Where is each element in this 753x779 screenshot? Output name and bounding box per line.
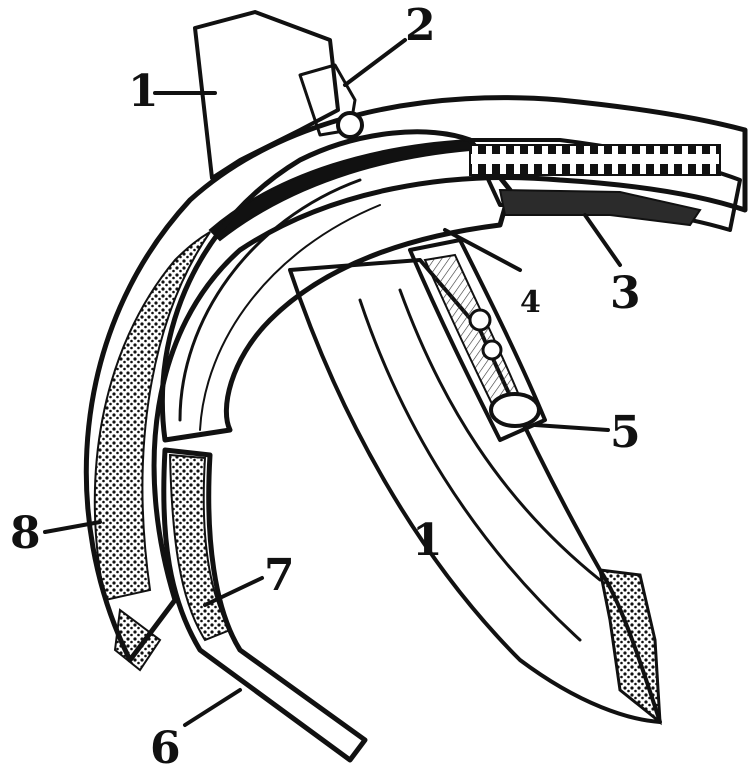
callout-label-6: 6 <box>150 723 181 774</box>
callout-label-1: 1 <box>128 66 159 117</box>
leader-5 <box>535 425 608 430</box>
callout-label-1b: 1 <box>412 515 443 566</box>
callout-label-4: 4 <box>520 285 541 320</box>
callout-label-7: 7 <box>264 550 295 601</box>
callout-label-5: 5 <box>610 407 641 458</box>
callout-label-2: 2 <box>405 0 436 51</box>
leader-2 <box>345 40 405 85</box>
leader-3 <box>585 215 620 265</box>
inner-duct-structure <box>410 240 545 440</box>
callout-label-8: 8 <box>10 508 41 559</box>
leader-6 <box>185 690 240 725</box>
callout-label-3: 3 <box>610 268 641 319</box>
